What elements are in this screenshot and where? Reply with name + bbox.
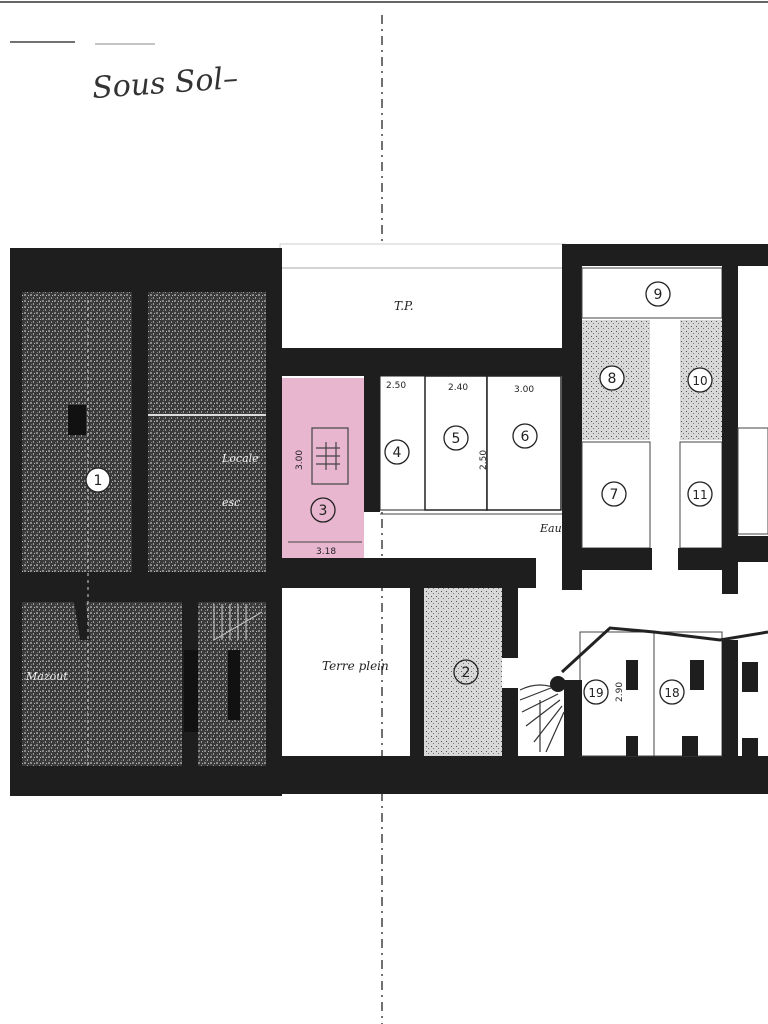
spiral-stair (519, 684, 565, 753)
center-wall-bottom (280, 756, 768, 794)
room-8-marker (599, 365, 625, 391)
room-markers (85, 281, 713, 705)
room-2-marker (453, 659, 479, 685)
eau-label: Eau (539, 522, 562, 535)
pillar-19a (626, 660, 638, 690)
room-7-label: 7 (610, 487, 619, 503)
room-1-pillar (68, 405, 86, 435)
right-wall-top (562, 244, 768, 266)
left-block (0, 248, 280, 796)
stair-pillar (228, 650, 240, 720)
room-3-marker (310, 497, 336, 523)
center-wall-left (268, 248, 282, 796)
room-3-stair (311, 427, 349, 485)
pillar-18a (690, 660, 704, 690)
right-wall-lower (722, 640, 738, 756)
dim-250-vertical: 2.50 (479, 450, 489, 470)
room-7-marker (601, 481, 627, 507)
room-2-label: 2 (462, 665, 471, 681)
far-right-wall (738, 536, 768, 562)
corner-wall (22, 572, 90, 640)
dim-300: 3.00 (514, 385, 534, 395)
locale-label: Locale (221, 452, 259, 465)
room-18-marker (659, 679, 685, 705)
terre-plein-area (282, 590, 380, 758)
right-wall-low2 (678, 548, 738, 570)
dim-240: 2.40 (448, 383, 468, 393)
dim-250: 2.50 (386, 381, 406, 391)
room-3-highlight (282, 378, 364, 558)
spiral-stair-post (550, 676, 566, 692)
room-19-marker (583, 679, 609, 705)
room-4-marker (384, 439, 410, 465)
roof-line (560, 626, 768, 674)
room-1-marker (85, 467, 111, 493)
pillar-18b (682, 736, 698, 756)
room-8-label: 8 (608, 371, 617, 387)
room-6-marker (512, 423, 538, 449)
room-18-label: 18 (664, 686, 679, 700)
mazout-pillar (184, 650, 198, 732)
mazout-label: Mazout (25, 670, 68, 683)
room-10-marker (687, 367, 713, 393)
pillar-19b (626, 736, 638, 756)
far-right-area (737, 427, 768, 535)
room-19-wall-left (564, 680, 582, 756)
center-wall-mid (280, 558, 536, 588)
locale-area (148, 292, 266, 572)
room-5-marker (443, 425, 469, 451)
right-wall-low (582, 548, 652, 570)
terre-plein-label: Terre plein (322, 659, 389, 673)
room-11-label: 11 (692, 488, 707, 502)
room-19-label: 19 (588, 686, 603, 700)
center-block (268, 243, 768, 796)
room-2-area (424, 588, 502, 756)
right-wall-mid (722, 244, 738, 594)
mazout-area (22, 602, 182, 766)
tp-label: T.P. (394, 299, 414, 313)
left-stair-treads (213, 604, 263, 641)
right-wall-left (562, 244, 582, 590)
room-6-label: 6 (521, 429, 530, 445)
room-3-wall-right (364, 376, 380, 512)
room-1-label: 1 (94, 473, 103, 489)
dim-318: 3.18 (316, 547, 336, 557)
room-10-label: 10 (692, 374, 707, 388)
pillar-fr-b (742, 738, 758, 758)
room-2-wall-right-low (502, 688, 518, 756)
room-4-label: 4 (393, 445, 402, 461)
room-2-wall-right (502, 588, 518, 658)
left-edge-notch (0, 400, 10, 440)
esc-label: esc (222, 496, 240, 509)
room-9-label: 9 (654, 287, 663, 303)
dim-290-vertical: 2.90 (615, 682, 625, 702)
room-11-marker (687, 481, 713, 507)
dim-300-vertical: 3.00 (295, 450, 305, 470)
pillar-fr-a (742, 662, 758, 692)
room-3-label: 3 (319, 503, 328, 519)
room-5-label: 5 (452, 431, 461, 447)
top-corridor-outer (279, 243, 566, 351)
center-wall-top (280, 348, 565, 376)
room-2-wall-left (410, 588, 424, 756)
room-9-marker (645, 281, 671, 307)
